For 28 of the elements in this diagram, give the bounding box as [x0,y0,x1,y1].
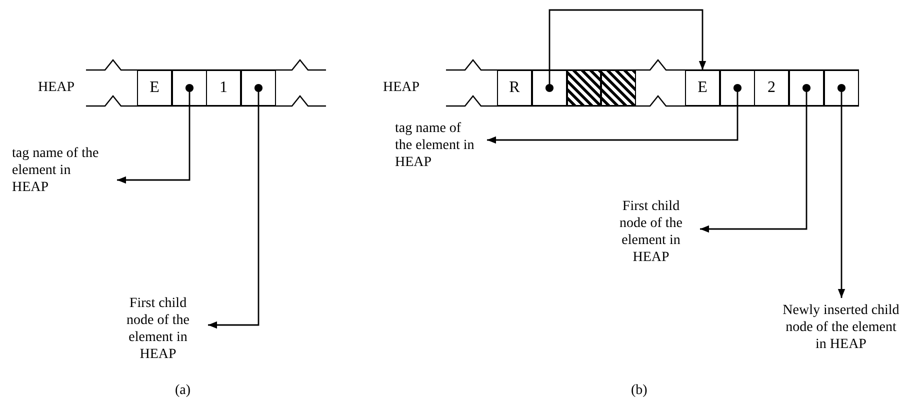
memory-cell: E [137,70,172,106]
hatched-memory-cell [567,70,601,106]
panel-label: (b) [631,383,648,399]
heap-label: HEAP [38,80,75,96]
memory-cell [172,70,207,106]
memory-cell: 2 [754,70,789,106]
annotation-text: tag name of the element in HEAP [395,120,477,171]
pointer-arrow [700,84,811,233]
panel-label: (a) [175,383,191,399]
annotation-text: Newly inserted child node of the element in HEAP [780,302,902,353]
memory-cell [241,70,276,106]
pointer-arrow [837,84,846,298]
pointer-arrow [208,84,263,329]
memory-cell [532,70,567,106]
heap-label: HEAP [383,80,420,96]
pointer-arrow [545,9,706,92]
pointer-arrow [487,84,742,144]
memory-cell [720,70,755,106]
annotation-text: First child node of the element in HEAP [612,198,690,266]
annotation-text: First child node of the element in HEAP [118,295,198,363]
memory-cell: R [497,70,532,106]
pointer-arrow [117,84,194,184]
memory-cell: 1 [206,70,241,106]
hatched-memory-cell [601,70,636,106]
annotation-text: tag name of the element in HEAP [12,145,107,196]
memory-cell [789,70,824,106]
memory-cell [824,70,859,106]
memory-cell: E [685,70,720,106]
